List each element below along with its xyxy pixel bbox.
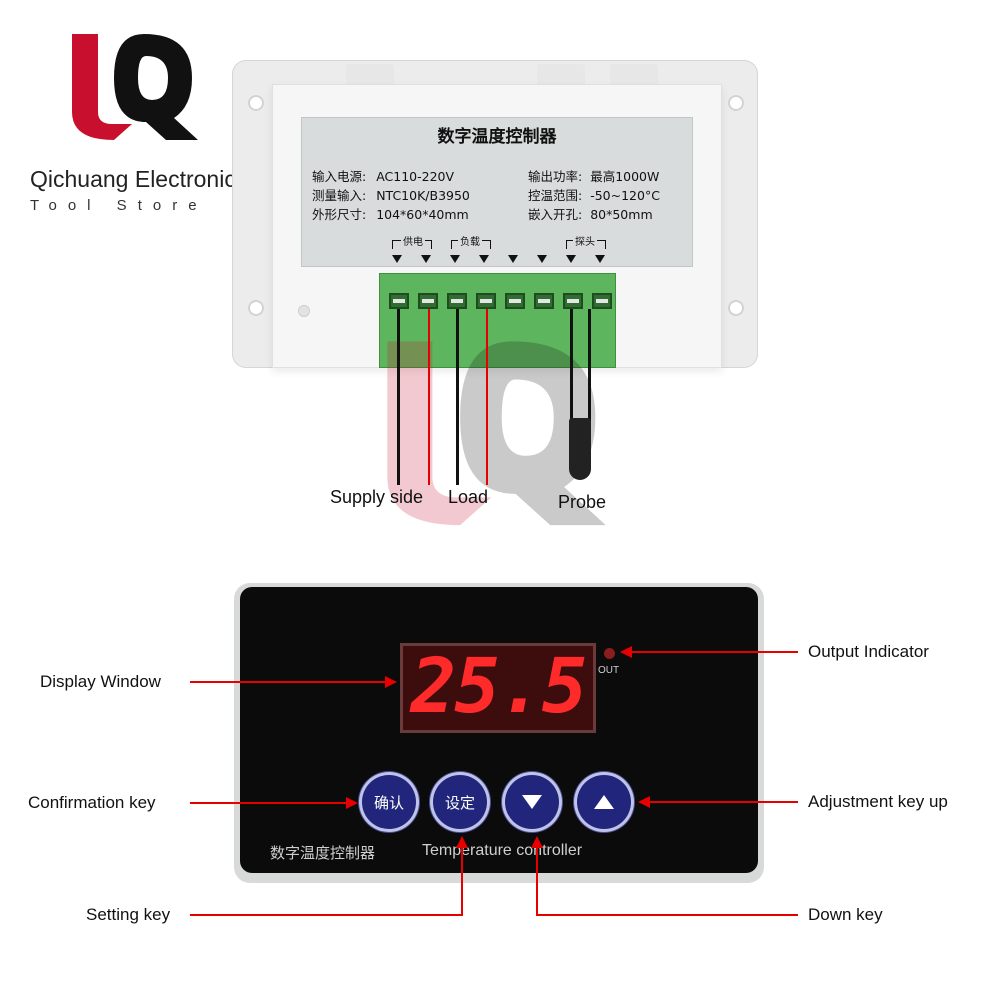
callout-supply-side: Supply side	[330, 487, 424, 507]
callout-probe: Probe	[558, 492, 607, 512]
spec-row: 输出功率: 最高1000W	[528, 166, 659, 185]
screw-dot	[298, 305, 310, 317]
panel-english-title: Temperature controller	[422, 842, 583, 859]
terminal-screw	[534, 293, 554, 309]
spec-key: 嵌入开孔:	[528, 207, 583, 222]
label-down-key: Down key	[808, 905, 883, 924]
spec-key: 输出功率:	[528, 169, 583, 184]
arrow-down-icon	[450, 255, 460, 263]
confirm-key-label: 确认	[373, 793, 404, 812]
arrow-right-icon	[346, 797, 358, 809]
temperature-probe	[569, 418, 591, 480]
housing-tab	[537, 64, 585, 86]
group-label-load: 负载	[458, 233, 482, 248]
spec-value: 104*60*40mm	[376, 207, 469, 222]
spec-key: 控温范围:	[528, 188, 583, 203]
leader-line	[190, 681, 386, 683]
housing-tab	[610, 64, 658, 86]
terminal-screw	[418, 293, 438, 309]
arrow-down-icon	[595, 255, 605, 263]
spec-value: -50~120°C	[590, 188, 660, 203]
arrow-up-icon	[531, 836, 543, 848]
spec-label-title: 数字温度控制器	[437, 127, 557, 147]
arrow-down-icon	[508, 255, 518, 263]
arrow-left-icon	[638, 796, 650, 808]
leader-line	[650, 801, 798, 803]
triangle-down-icon	[522, 795, 542, 809]
spec-row: 测量输入: NTC10K/B3950	[312, 185, 470, 204]
mount-hole	[248, 300, 264, 316]
arrow-down-icon	[566, 255, 576, 263]
load-wire	[456, 309, 459, 485]
probe-wire	[588, 309, 591, 421]
triangle-up-icon	[594, 795, 614, 809]
mount-hole	[728, 95, 744, 111]
terminal-screw	[505, 293, 525, 309]
mount-hole	[728, 300, 744, 316]
temperature-readout: 25.5	[410, 641, 587, 730]
up-key[interactable]	[577, 775, 631, 829]
mount-hole	[248, 95, 264, 111]
arrow-up-icon	[456, 836, 468, 848]
terminal-screw	[563, 293, 583, 309]
set-key-label: 设定	[444, 793, 475, 812]
arrow-down-icon	[421, 255, 431, 263]
spec-row: 外形尺寸: 104*60*40mm	[312, 204, 469, 223]
arrow-down-icon	[537, 255, 547, 263]
set-key[interactable]: 设定	[433, 775, 487, 829]
spec-value: AC110-220V	[376, 169, 455, 184]
spec-value: 80*50mm	[590, 207, 653, 222]
label-setting-key: Setting key	[86, 905, 171, 924]
probe-wire	[570, 309, 573, 421]
spec-label	[301, 117, 693, 267]
down-key[interactable]	[505, 775, 559, 829]
terminal-screw	[389, 293, 409, 309]
supply-wire	[397, 309, 400, 485]
callout-load: Load	[448, 487, 489, 507]
watermark-logo-icon	[387, 341, 606, 526]
display-window	[400, 643, 596, 733]
brand-name: Qichuang Electronic	[30, 166, 236, 192]
leader-line	[632, 651, 798, 653]
spec-row: 嵌入开孔: 80*50mm	[528, 204, 653, 223]
spec-value: NTC10K/B3950	[376, 188, 470, 203]
arrow-down-icon	[392, 255, 402, 263]
brand-tagline: Tool Store	[30, 197, 208, 214]
terminal-screw	[447, 293, 467, 309]
spec-key: 输入电源:	[312, 169, 367, 184]
supply-wire	[428, 309, 430, 485]
spec-row: 输入电源: AC110-220V	[312, 166, 454, 185]
output-indicator-led	[604, 648, 615, 659]
spec-row: 控温范围: -50~120°C	[528, 185, 660, 204]
group-label-probe: 探头	[573, 233, 597, 248]
arrow-down-icon	[479, 255, 489, 263]
leader-line	[536, 914, 798, 916]
label-adjustment-key-up: Adjustment key up	[808, 792, 948, 811]
brand-logo-icon	[72, 34, 198, 140]
spec-key: 测量输入:	[312, 188, 367, 203]
leader-line	[190, 802, 348, 804]
terminal-screw	[592, 293, 612, 309]
group-label-supply: 供电	[401, 233, 425, 248]
arrow-right-icon	[385, 676, 397, 688]
arrow-left-icon	[620, 646, 632, 658]
panel-chinese-title: 数字温度控制器	[270, 844, 376, 862]
label-output-indicator: Output Indicator	[808, 642, 929, 661]
spec-key: 外形尺寸:	[312, 207, 367, 222]
output-indicator-label: OUT	[598, 665, 620, 676]
label-confirmation-key: Confirmation key	[28, 793, 156, 812]
leader-line	[461, 846, 463, 916]
leader-line	[190, 914, 463, 916]
terminal-block	[379, 273, 616, 368]
confirm-key[interactable]: 确认	[362, 775, 416, 829]
label-display-window: Display Window	[40, 672, 161, 691]
housing-tab	[346, 64, 394, 86]
leader-line	[536, 846, 538, 916]
terminal-screw	[476, 293, 496, 309]
load-wire	[486, 309, 488, 485]
spec-value: 最高1000W	[590, 169, 660, 184]
